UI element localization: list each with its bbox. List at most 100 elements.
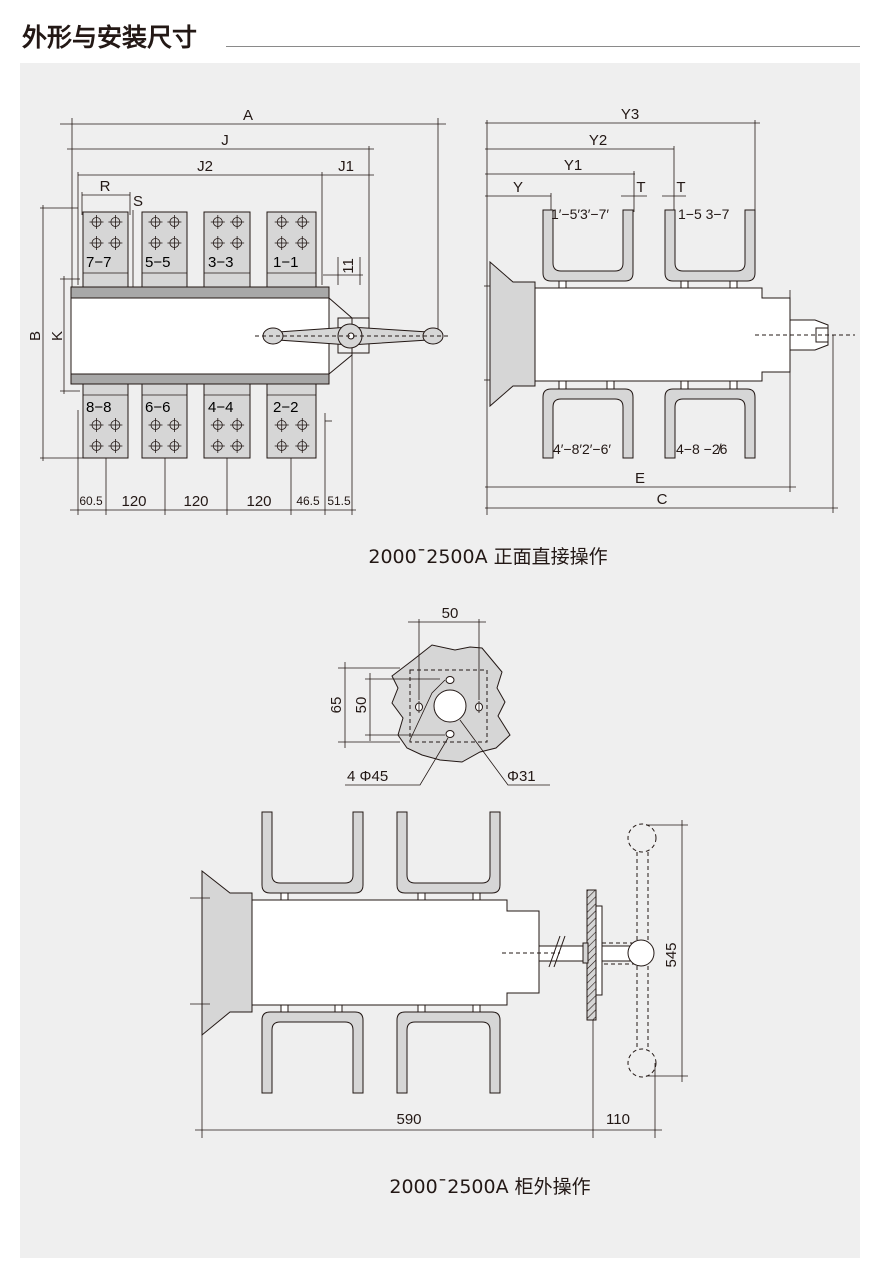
bolt-hole-icon — [148, 236, 163, 250]
top-label-left: 1′−5′3′−7′ — [551, 206, 609, 222]
side-view: Y3 Y2 Y1 Y T T 1′−5′3′−7′ 1−5 3−7 4′−8′2… — [484, 106, 855, 515]
busbar-post — [417, 892, 426, 901]
u-busbar — [261, 811, 364, 894]
top-terminal — [141, 211, 188, 288]
shaft-break-mark — [548, 935, 566, 968]
terminal-label-7-7: 7−7 — [86, 254, 112, 271]
u-busbar — [396, 811, 501, 894]
bolt-hole-icon — [89, 215, 104, 229]
bottom-frame-bar — [70, 373, 330, 385]
holes-label: 4 Φ45 — [347, 768, 388, 785]
external-handle[interactable] — [601, 823, 657, 1078]
bolt-hole-icon — [210, 215, 225, 229]
u-busbar — [542, 388, 634, 459]
busbar-post — [558, 380, 567, 390]
cabinet-dimension-lines — [190, 820, 688, 1138]
terminal-label-2-2: 2−2 — [273, 399, 299, 416]
dim-label-E: E — [635, 470, 645, 487]
dim-label-J1: J1 — [338, 158, 354, 175]
bolt-hole-icon — [295, 215, 310, 229]
side-dimension-lines — [484, 120, 838, 515]
page-title: 外形与安装尺寸 — [22, 23, 198, 52]
dim-label-J: J — [221, 132, 229, 149]
top-frame-bar — [70, 286, 330, 299]
bolt-hole-icon — [108, 215, 123, 229]
terminal-label-4-4: 4−4 — [208, 399, 234, 416]
dim-label-R: R — [100, 178, 111, 195]
bolt-hole-icon — [210, 236, 225, 250]
dim-label-Y2: Y2 — [589, 132, 607, 149]
spacing-46-5: 46.5 — [296, 494, 320, 508]
dim-label-Y3: Y3 — [621, 106, 639, 123]
bolt-hole-icon — [230, 236, 245, 250]
bolt-hole-icon — [274, 418, 289, 432]
busbar-post — [280, 1004, 289, 1013]
switch-body-side — [534, 287, 791, 382]
top-label-right: 1−5 3−7 — [678, 206, 730, 222]
busbar-post — [472, 892, 481, 901]
spacing-60-5: 60.5 — [79, 494, 103, 508]
u-busbar — [664, 209, 756, 282]
cutout-height-outer-label: 65 — [328, 697, 345, 714]
bolt-hole-icon — [230, 439, 245, 453]
bolt-hole-icon — [148, 439, 163, 453]
bolt-hole-icon — [167, 236, 182, 250]
bolt-hole-icon — [89, 236, 104, 250]
bolt-hole-icon — [89, 439, 104, 453]
dim-label-Y1: Y1 — [564, 157, 582, 174]
busbar-post — [680, 380, 689, 390]
dim-label-S: S — [133, 193, 143, 210]
cutout-width-label: 50 — [442, 605, 459, 622]
dim-label-K: K — [49, 331, 66, 341]
bolt-hole-icon — [274, 236, 289, 250]
front-view: A J J2 J1 R S B K 11 60.5 120 120 120 46… — [27, 107, 608, 568]
side-busbars — [542, 209, 756, 459]
shaft-end — [789, 319, 829, 351]
dim-label-T-left: T — [636, 179, 645, 196]
terminal-label-3-3: 3−3 — [208, 254, 234, 271]
mounting-holes — [415, 676, 483, 738]
length-590-label: 590 — [396, 1111, 421, 1128]
spacing-120-b: 120 — [183, 493, 208, 510]
cutout-dimension-lines — [338, 619, 550, 786]
terminal-label-8-8: 8−8 — [86, 399, 112, 416]
bolt-hole-icon — [108, 236, 123, 250]
spacing-120-c: 120 — [246, 493, 271, 510]
bolt-hole-icon — [295, 236, 310, 250]
dim-label-11: 11 — [340, 258, 357, 274]
busbar-post — [680, 280, 689, 289]
busbar-post — [729, 380, 738, 390]
busbar-post — [472, 1004, 481, 1013]
cabinet-view: 590 110 545 2000¯2500A 柜外操作 — [190, 811, 688, 1198]
dim-label-C: C — [657, 491, 668, 508]
terminal-label-1-1: 1−1 — [273, 254, 299, 271]
bolt-hole-icon — [167, 439, 182, 453]
bolt-hole-icon — [108, 418, 123, 432]
u-busbar — [261, 1011, 364, 1094]
bolt-hole-icon — [89, 418, 104, 432]
terminal-label-6-6: 6−6 — [145, 399, 171, 416]
bolt-hole-icon — [108, 439, 123, 453]
busbar-post — [606, 380, 615, 390]
shaft-coupling — [582, 942, 589, 964]
handle-plate — [595, 905, 603, 996]
dim-label-Y: Y — [513, 179, 523, 196]
top-terminal — [266, 211, 317, 288]
span-545-label: 545 — [663, 942, 680, 967]
top-terminal — [82, 211, 129, 288]
busbar-post — [417, 1004, 426, 1013]
top-terminal — [203, 211, 251, 288]
spacing-51-5: 51.5 — [327, 494, 351, 508]
cutout-square — [409, 669, 488, 743]
bolt-hole-icon — [295, 439, 310, 453]
u-busbar — [396, 1011, 501, 1094]
busbar-post — [729, 280, 738, 289]
bolt-hole-icon — [230, 215, 245, 229]
busbar-post — [334, 1004, 343, 1013]
dim-label-B: B — [27, 331, 44, 341]
cutout-height-inner-label: 50 — [353, 697, 370, 714]
bolt-hole-icon — [274, 439, 289, 453]
bolt-hole-icon — [210, 418, 225, 432]
operating-handle[interactable] — [255, 323, 450, 349]
